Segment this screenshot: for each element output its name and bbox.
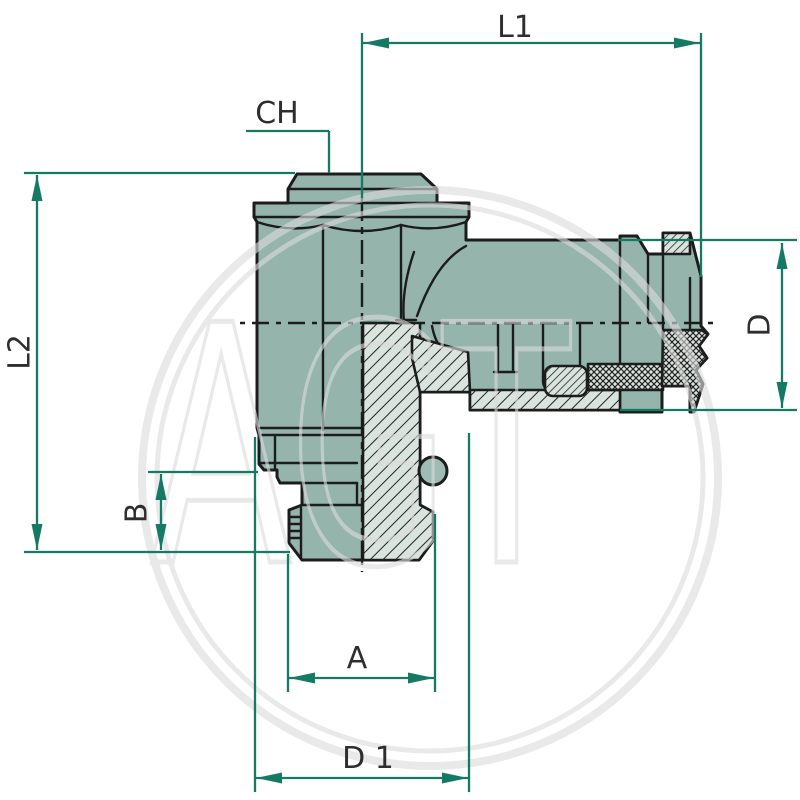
dimension-ch: CH: [246, 96, 331, 173]
dimension-label-d1: D 1: [342, 741, 394, 776]
dimension-b: B: [120, 470, 258, 550]
dimension-l2: L2: [3, 171, 295, 554]
hex-port-edges: [252, 187, 471, 507]
dimension-d: D: [618, 238, 797, 412]
watermark-outer-circle: [138, 186, 722, 770]
dimension-a: A: [286, 514, 437, 692]
watermark-text: AGT: [150, 256, 573, 640]
dimension-label-d: D: [743, 313, 778, 336]
dimension-label-a: A: [347, 641, 368, 676]
dimension-label-ch: CH: [255, 96, 299, 131]
o-ring: [417, 455, 449, 487]
watermark: AGT: [138, 186, 722, 770]
dimension-label-l1: L1: [497, 10, 533, 45]
centerlines: [240, 197, 718, 572]
fitting-body: [252, 172, 710, 562]
watermark-inner-circle: [154, 202, 706, 754]
dimension-label-b: B: [120, 503, 155, 524]
thread-lines: [287, 506, 303, 561]
dimension-l1: L1: [360, 10, 703, 277]
dimension-label-l2: L2: [3, 334, 38, 370]
section-hatching: [361, 231, 710, 562]
dimension-d1: D 1: [253, 433, 471, 792]
